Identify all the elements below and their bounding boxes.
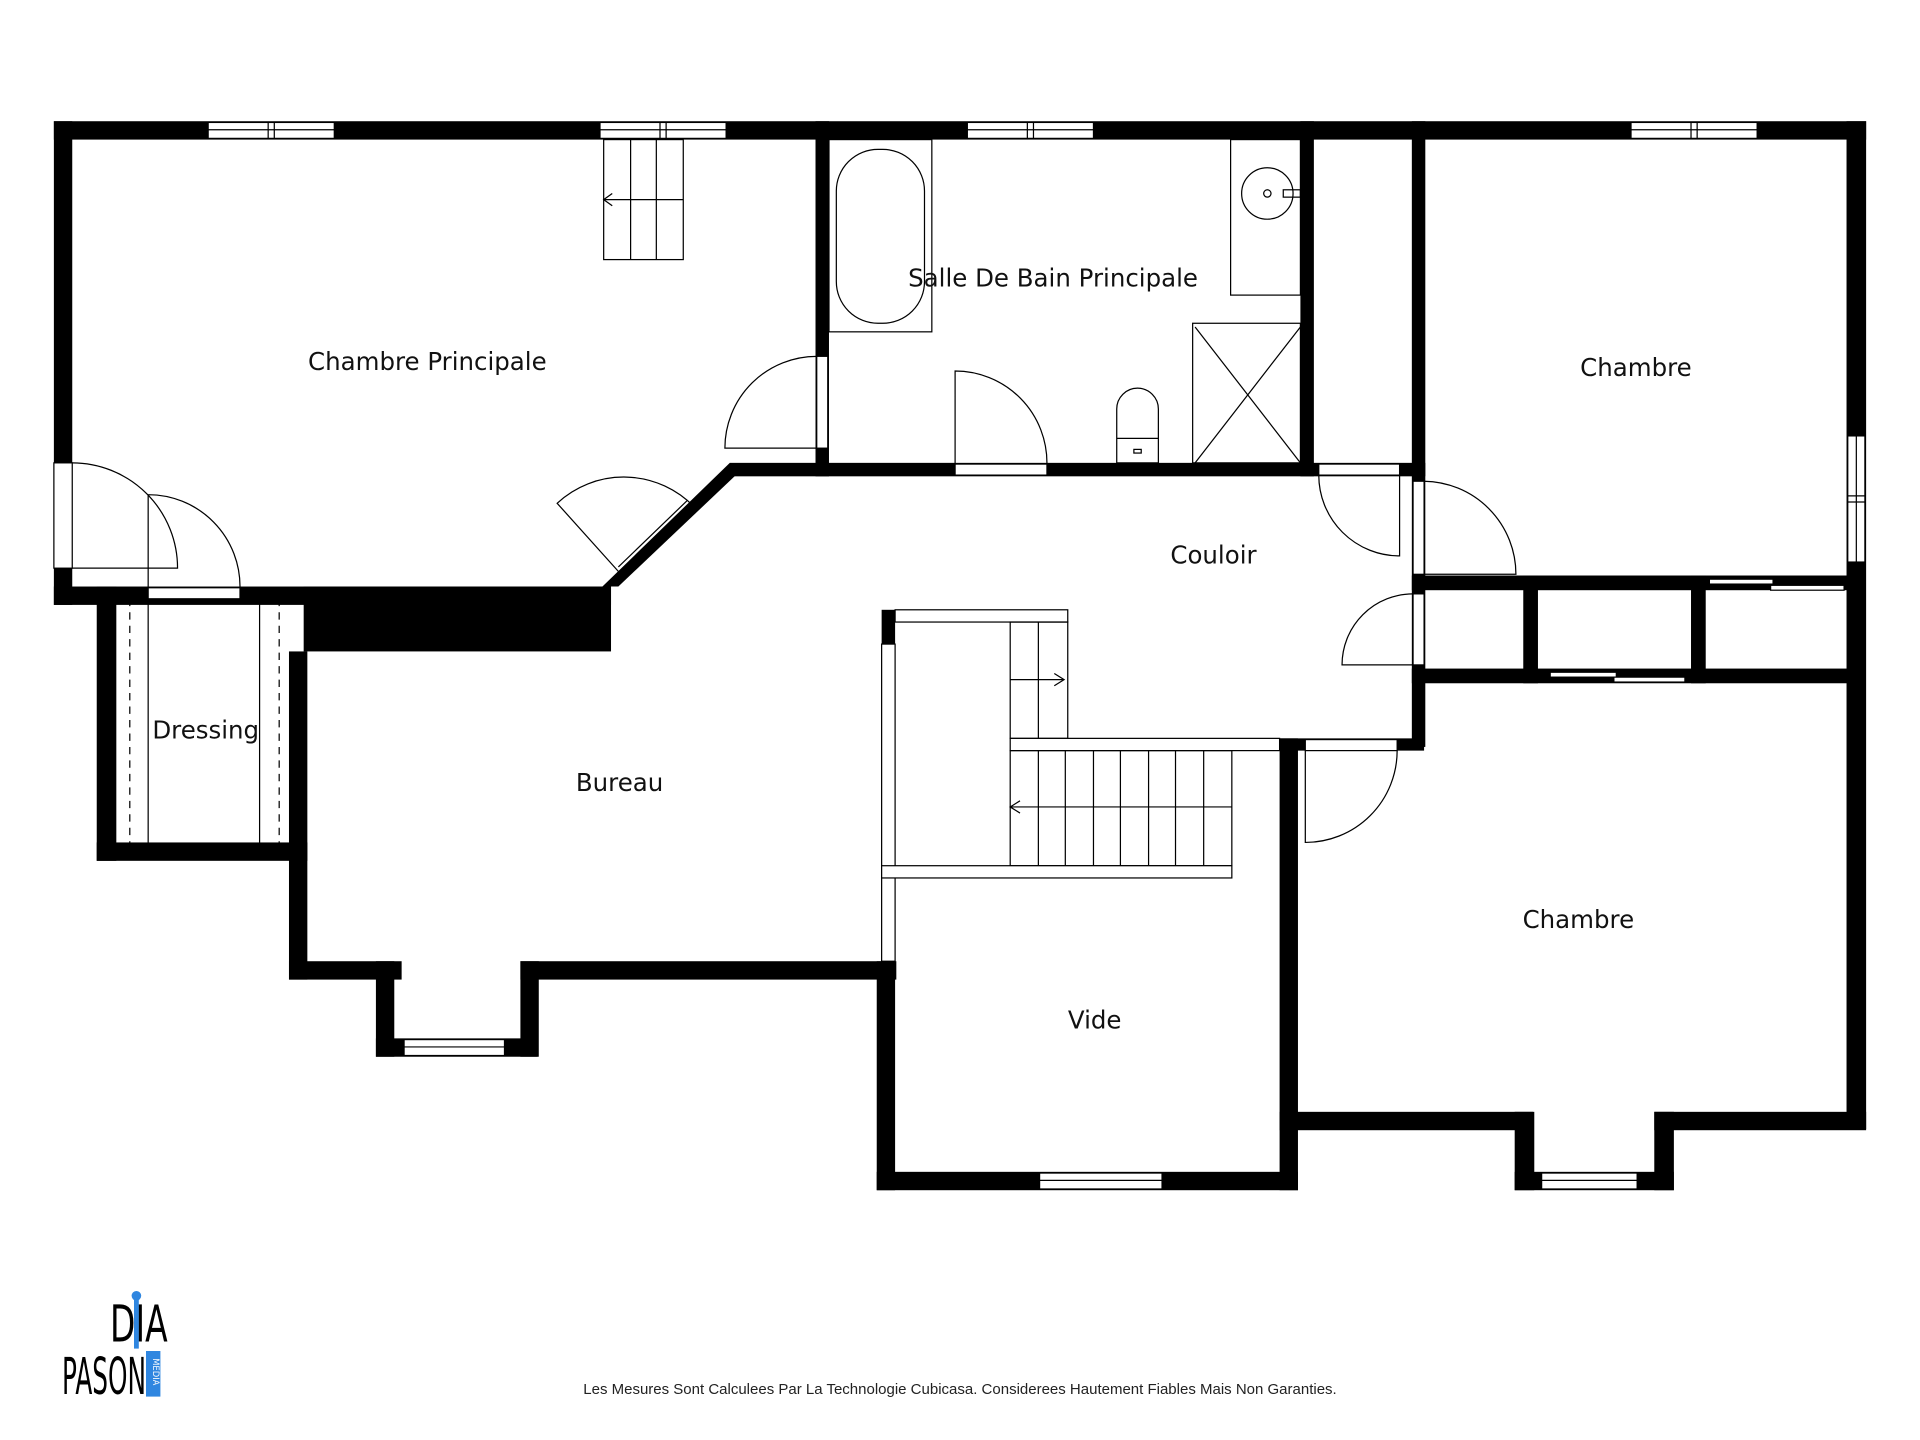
disclaimer-footer: Les Mesures Sont Calculees Par La Techno… [583,1381,1337,1398]
room-label-dressing: Dressing [152,715,259,744]
logo-side-text: MEDIA [151,1358,161,1385]
bathtub-icon [835,148,926,324]
doors [53,355,1517,844]
sink-icon [1241,167,1294,220]
toilet-icon [1116,387,1159,464]
room-label-chambre-2: Chambre [1523,905,1635,934]
windows [207,121,1866,1190]
dressing-rails [129,598,280,843]
logo-bottom-text: PASON [62,1347,146,1400]
diapason-media-logo: DIA PASON MEDIA [62,1291,168,1400]
room-label-bureau: Bureau [576,768,663,797]
stairs [602,138,1281,962]
room-label-couloir: Couloir [1170,540,1257,569]
room-label-chambre-principale: Chambre Principale [308,347,547,376]
room-label-salle-de-bain: Salle De Bain Principale [908,264,1198,293]
shower-icon [1192,322,1302,464]
room-labels: Chambre Principale Salle De Bain Princip… [152,264,1691,1035]
room-label-vide: Vide [1068,1006,1122,1035]
bathroom-fixtures [828,138,1302,464]
room-label-chambre-1: Chambre [1580,353,1692,382]
